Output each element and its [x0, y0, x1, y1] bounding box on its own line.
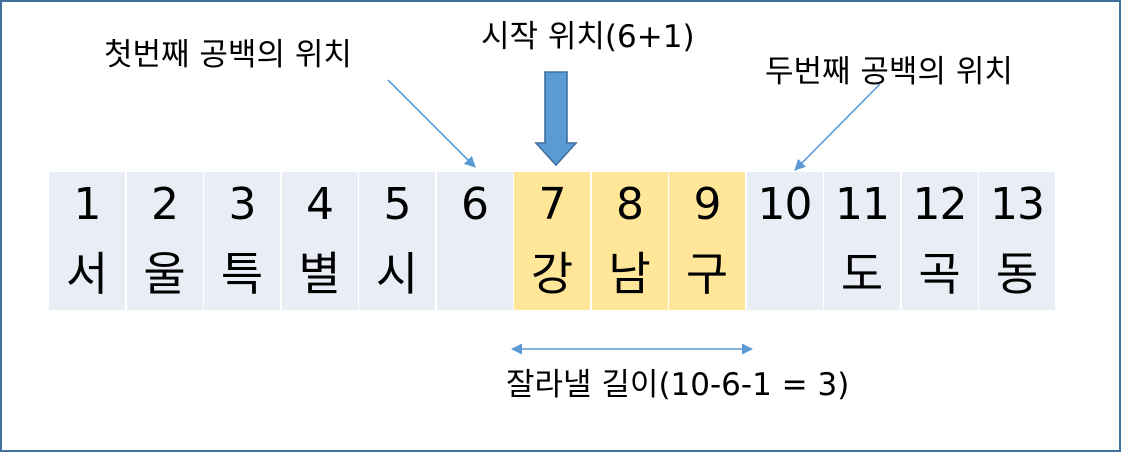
first-space-label: 첫번째 공백의 위치: [104, 37, 352, 73]
index-cell: 13: [979, 172, 1055, 238]
index-cell: 6: [436, 172, 513, 238]
index-cell: 10: [746, 172, 823, 238]
char-cell: 도: [824, 238, 900, 310]
index-cell: 12: [901, 172, 978, 238]
start-position-label: 시작 위치(6+1): [481, 19, 695, 55]
index-cell: 9: [669, 172, 745, 238]
index-cell: 4: [281, 172, 358, 238]
char-cell: 남: [591, 238, 668, 310]
start-position-arrow: [534, 71, 578, 167]
second-space-label: 두번째 공백의 위치: [765, 54, 1013, 90]
char-cell: 서: [49, 238, 125, 310]
char-cell: 특: [204, 238, 280, 310]
char-cell: 강: [514, 238, 590, 310]
char-cell: [746, 238, 823, 310]
cut-length-label: 잘라낼 길이(10-6-1 = 3): [506, 367, 850, 403]
character-grid: 1 2 3 4 5 6 7 8 9 10 11 12 13 서 울 특 별 시 …: [49, 172, 1055, 310]
char-cell: 울: [126, 238, 203, 310]
char-cell: 별: [281, 238, 358, 310]
char-cell: 시: [359, 238, 435, 310]
second-space-pointer: [794, 83, 881, 171]
char-cell: [436, 238, 513, 310]
char-cell: 구: [669, 238, 745, 310]
index-cell: 3: [204, 172, 280, 238]
index-cell: 11: [824, 172, 900, 238]
index-cell: 8: [591, 172, 668, 238]
index-cell: 1: [49, 172, 125, 238]
index-cell: 2: [126, 172, 203, 238]
index-cell: 5: [359, 172, 435, 238]
index-cell: 7: [514, 172, 590, 238]
first-space-pointer: [387, 79, 476, 168]
char-cell: 동: [979, 238, 1055, 310]
char-cell: 곡: [901, 238, 978, 310]
